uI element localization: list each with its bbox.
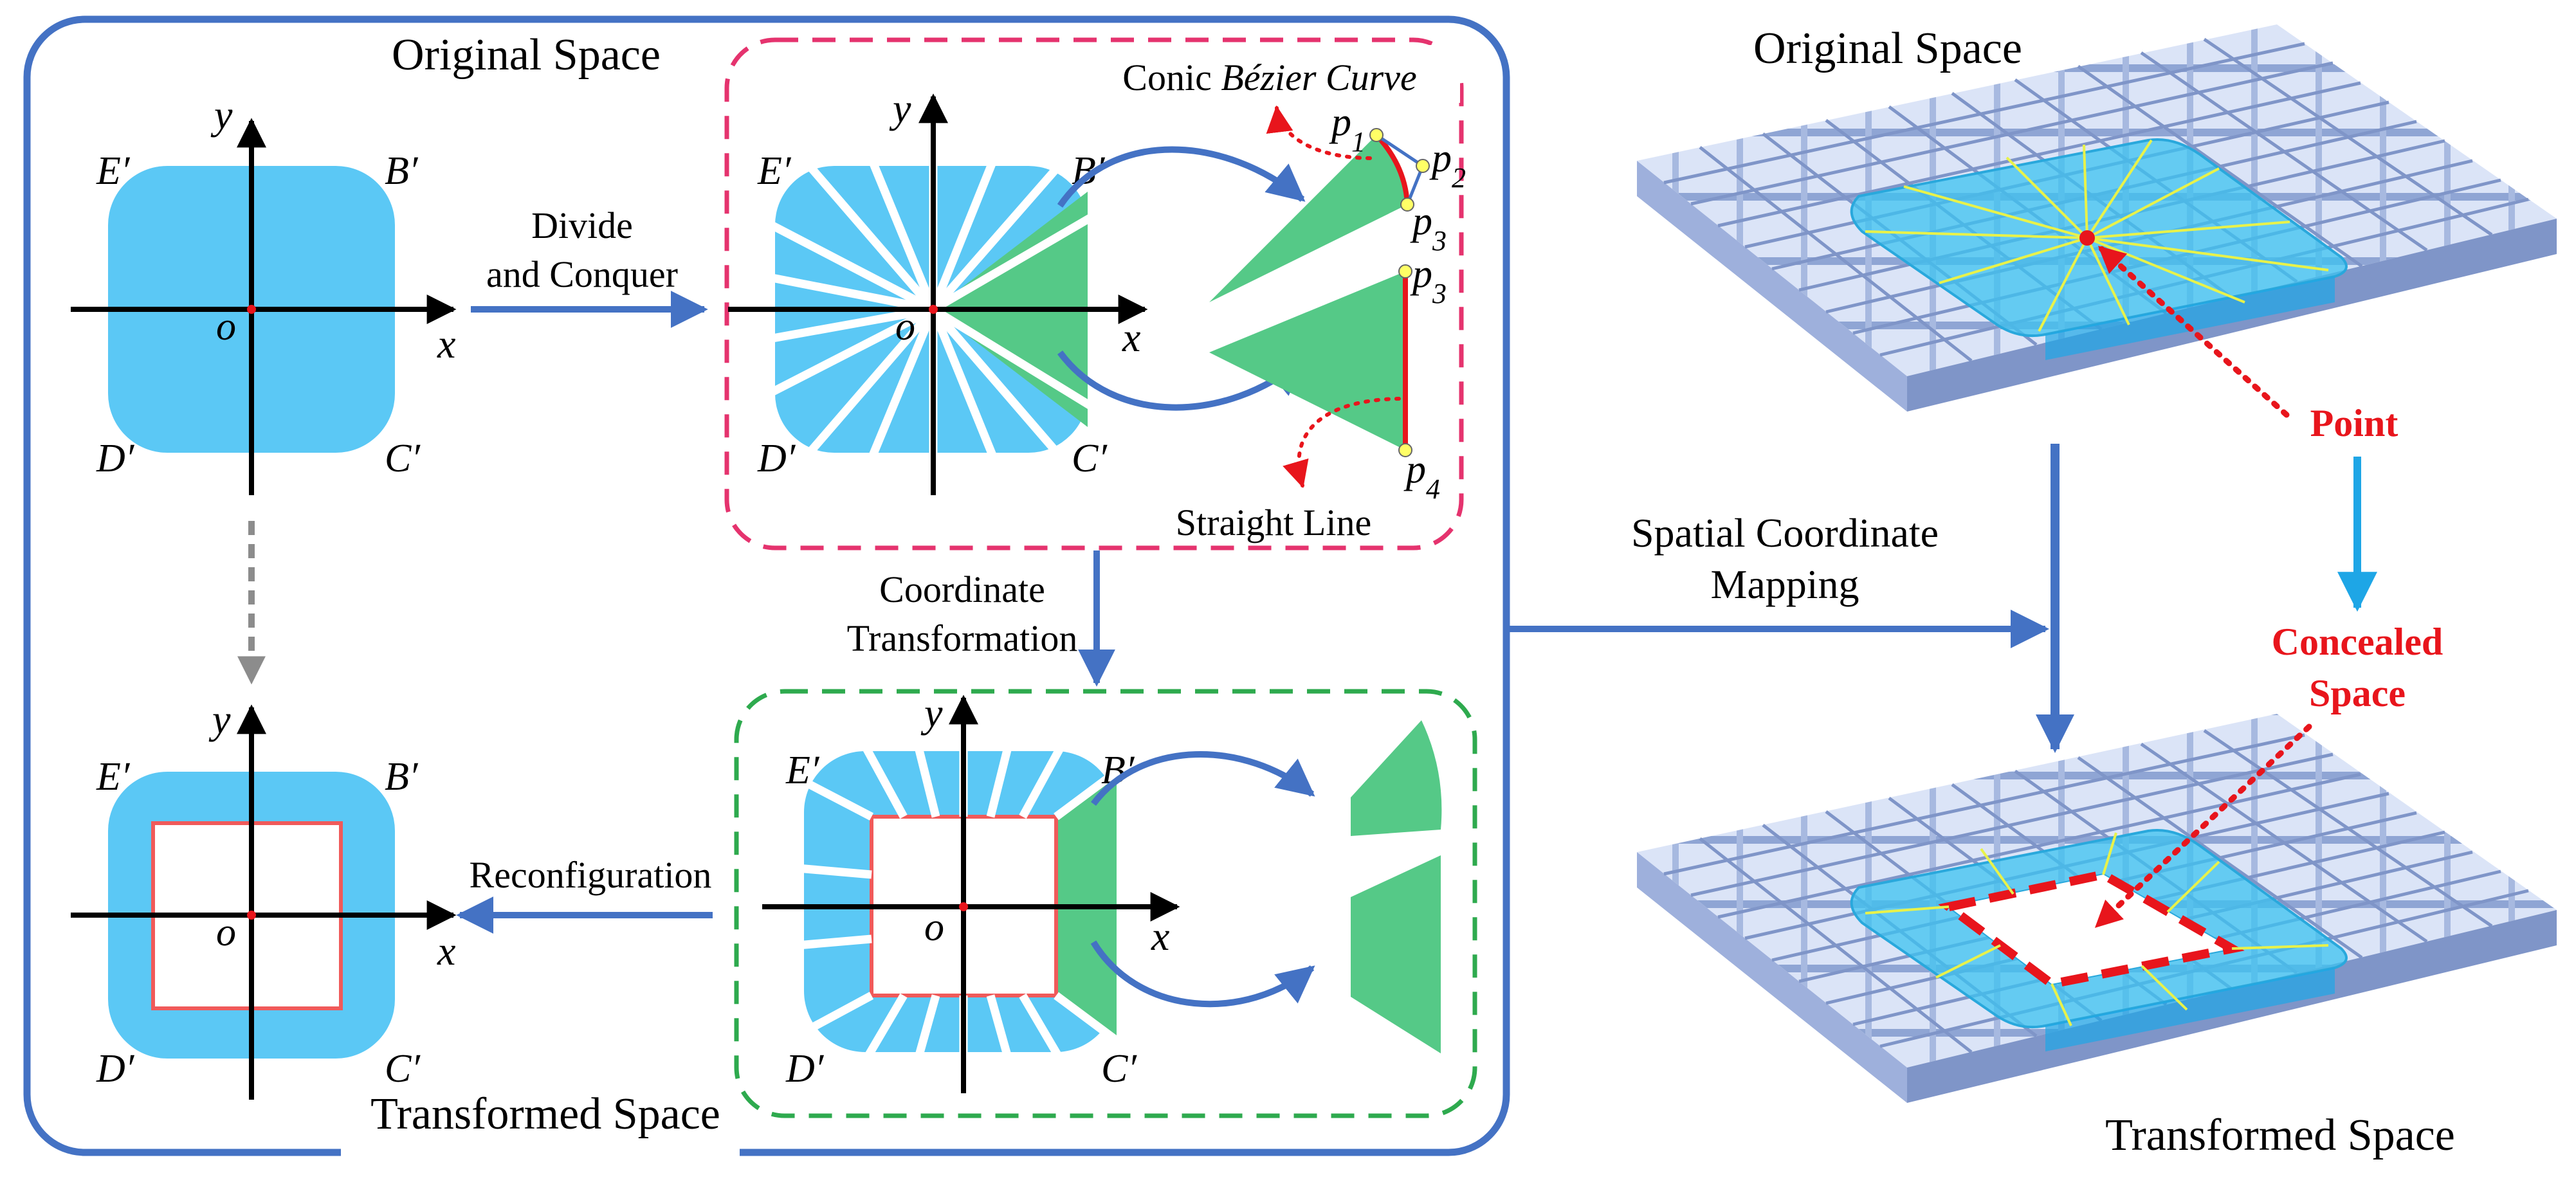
- concealed-label-line2: Space: [2309, 672, 2406, 714]
- coordinate-label-line1: Coordinate: [879, 568, 1045, 610]
- curve-piece: p1 p2 p3: [1209, 100, 1466, 302]
- solid-ring-side: [2045, 968, 2335, 1051]
- control-point-p1: [1369, 128, 1384, 142]
- label-p2: p2: [1429, 136, 1466, 194]
- corner-label-e: E′: [757, 149, 792, 193]
- origin-label: o: [216, 305, 236, 349]
- ring-divider-lines: [1865, 832, 2329, 1026]
- y-axis-label: y: [210, 92, 233, 138]
- control-point-p4: [1398, 443, 1412, 457]
- grid-plane-edge-left: [1637, 161, 1907, 412]
- divide-label-line1: Divide: [531, 205, 633, 246]
- curved-arrow-lower-transformed: [1090, 940, 1315, 1008]
- divided-shape-group: y x o E′ B′ D′ C′: [728, 86, 1148, 495]
- reconfiguration-label: Reconfiguration: [470, 854, 712, 896]
- corner-label-c: C′: [1072, 437, 1108, 480]
- origin-label: o: [216, 911, 236, 954]
- corner-label-c: C′: [385, 437, 421, 480]
- coordinate-label-line2: Transformation: [847, 617, 1078, 659]
- corner-label-d: D′: [757, 437, 796, 480]
- label-p3-upper: p3: [1410, 199, 1447, 257]
- x-axis-label: x: [437, 321, 455, 367]
- conic-bezier-curve: [1375, 133, 1410, 205]
- curved-arrow-upper-transformed: [1091, 751, 1315, 806]
- y-axis-label: y: [208, 696, 231, 742]
- transform-panel-frame: [734, 689, 1477, 1118]
- control-point-p3-lower: [1398, 264, 1412, 278]
- x-axis-label: x: [1151, 913, 1169, 959]
- corner-label-b: B′: [385, 149, 419, 193]
- corner-label-e: E′: [96, 755, 131, 799]
- transformed-divider-lines: [795, 738, 1119, 1066]
- transformed-curve-piece: [1351, 720, 1442, 836]
- transformed-space-title-bg: [341, 1087, 740, 1158]
- grid-plane-edge-left: [1637, 852, 1907, 1103]
- dotted-pointer-lower: [1283, 397, 1401, 489]
- origin-dot: [959, 902, 968, 911]
- curve-piece-triangle: [1209, 135, 1407, 302]
- reconfigured-shape-group: y x o E′ B′ D′ C′: [71, 696, 457, 1100]
- transformed-line-piece: [1351, 855, 1441, 1053]
- corner-label-d: D′: [785, 1047, 825, 1091]
- radial-divider-lines: [763, 152, 1102, 465]
- original-space-label-right: Original Space: [1753, 24, 2022, 73]
- origin-dot: [247, 305, 256, 314]
- line-piece: p3 p4: [1209, 252, 1447, 505]
- label-p1: p1: [1329, 100, 1366, 158]
- transformed-grid-plane: [1637, 714, 2557, 1103]
- origin-dot: [929, 305, 938, 314]
- spatial-mapping-line2: Mapping: [1710, 561, 1859, 607]
- corner-label-c: C′: [385, 1047, 421, 1091]
- y-axis-label: y: [920, 690, 943, 736]
- conic-bezier-title: Conic Bézier Curve: [1122, 57, 1416, 98]
- original-grid-plane: [1637, 24, 2557, 412]
- corner-label-e: E′: [785, 749, 820, 792]
- divide-label-line2: and Conquer: [486, 253, 678, 295]
- divide-panel-frame: [724, 37, 1464, 550]
- point-pointer-arrow: [2097, 244, 2290, 418]
- y-axis-label: y: [889, 86, 911, 131]
- transformed-space-label-right: Transformed Space: [2105, 1111, 2455, 1160]
- concealed-pointer-arrow: [2094, 723, 2312, 929]
- corner-label-e: E′: [96, 149, 131, 193]
- original-shape-group: y x o E′ B′ D′ C′: [71, 92, 457, 495]
- label-p3-lower: p3: [1410, 252, 1447, 309]
- line-piece-triangle: [1209, 271, 1405, 450]
- left-panel-frame: [23, 15, 1510, 1156]
- point-label: Point: [2310, 402, 2398, 444]
- x-axis-label: x: [437, 928, 455, 974]
- transformed-pieces-group: y x o E′ B′ D′ C′: [762, 690, 1180, 1093]
- solid-block-side: [2045, 277, 2335, 360]
- conic-title-bg: [1087, 45, 1460, 103]
- transformed-space-title: Transformed Space: [370, 1089, 720, 1139]
- curved-arrow-lower: [1057, 350, 1306, 411]
- spatial-mapping-line1: Spatial Coordinate: [1631, 510, 1939, 556]
- label-p4: p4: [1403, 448, 1440, 505]
- origin-dot: [247, 911, 256, 920]
- original-space-title: Original Space: [392, 30, 661, 80]
- curved-arrow-upper: [1057, 146, 1306, 208]
- point-marker: [2079, 230, 2095, 246]
- corner-label-b: B′: [385, 755, 419, 799]
- origin-label: o: [895, 305, 915, 349]
- corner-label-d: D′: [96, 1047, 135, 1091]
- straight-line-label: Straight Line: [1176, 502, 1371, 543]
- origin-label: o: [924, 905, 944, 949]
- radial-lines-3d: [1865, 139, 2329, 332]
- original-space-title-bg: [360, 26, 720, 96]
- dotted-pointer-upper: [1266, 105, 1372, 160]
- x-axis-label: x: [1122, 314, 1140, 360]
- control-point-p2: [1416, 159, 1430, 173]
- concealed-label-line1: Concealed: [2272, 621, 2444, 663]
- control-point-p3: [1400, 197, 1414, 212]
- corner-label-c: C′: [1101, 1047, 1137, 1091]
- corner-label-d: D′: [96, 437, 135, 480]
